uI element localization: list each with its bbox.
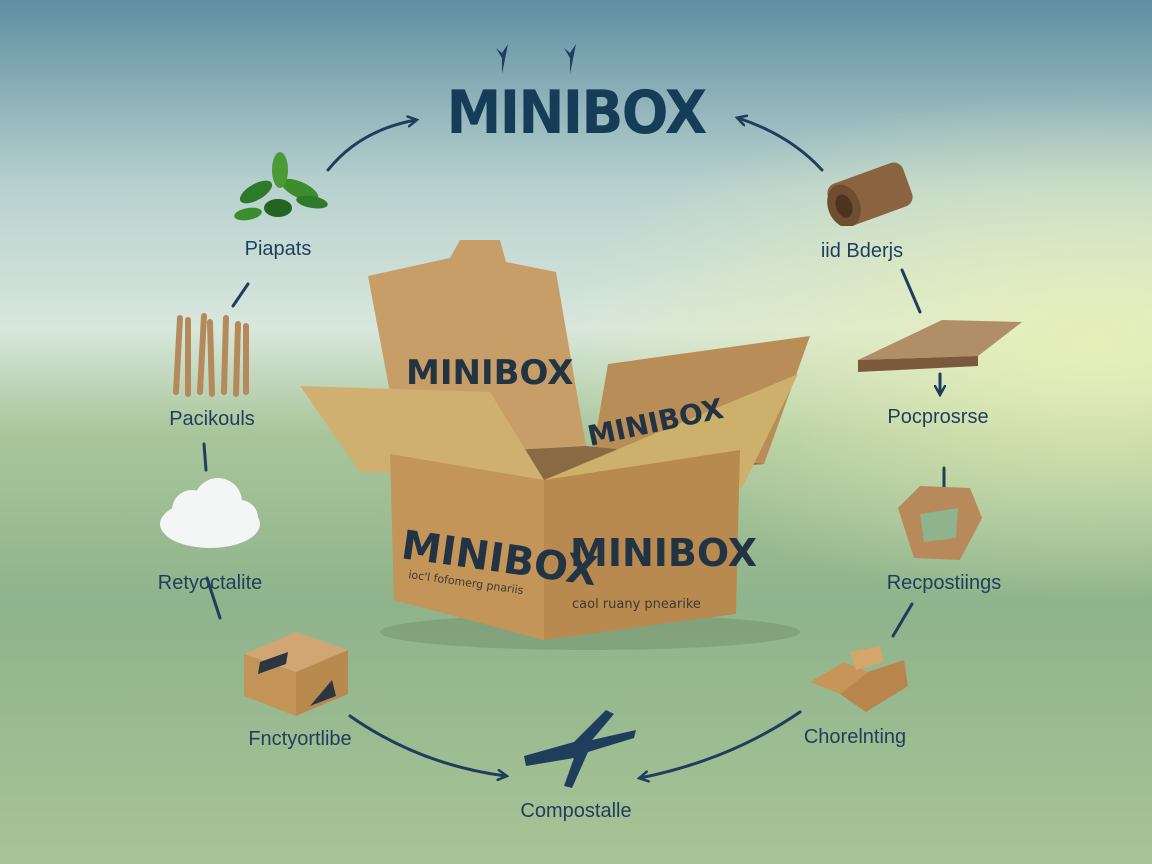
- node-label-pieces: Chorelnting: [803, 726, 907, 748]
- sticks-icon: [173, 313, 249, 397]
- folded-frame-icon: [898, 486, 982, 560]
- box-back-brand: MINIBOX: [406, 353, 573, 393]
- minibox-package: MINIBOX MINIBOX MINIBOX MINIBOX caol rua…: [300, 240, 810, 650]
- node-label-box: Fnctyortlibe: [248, 728, 352, 750]
- node-label-sticks: Pacikouls: [169, 408, 255, 430]
- node-label-compost: Compostalle: [520, 800, 632, 822]
- connector-left-low: [205, 576, 222, 620]
- plant-icon: [234, 152, 328, 221]
- cardboard-pieces-icon: [810, 646, 908, 712]
- arrow-left-to-compost: [348, 714, 506, 776]
- node-label-plants: Piapats: [244, 238, 312, 260]
- node-label-frame: Recpostiings: [886, 572, 1002, 594]
- connector-left-mid: [202, 442, 208, 472]
- arrow-right-to-compost: [640, 710, 802, 778]
- box-front-tagline: caol ruany pnearike: [572, 597, 701, 612]
- box-front-right-brand: MINIBOX: [570, 531, 757, 575]
- connector-right-upper: [900, 268, 922, 314]
- cloud-icon: [160, 478, 260, 548]
- page-title: MINIBOX: [446, 78, 708, 148]
- connector-right-low: [891, 602, 914, 638]
- node-label-cloud: Retyoctalite: [157, 572, 263, 594]
- cardboard-sheet-icon: [858, 320, 1022, 372]
- sprouts-icon: [496, 44, 576, 74]
- small-box-icon: [244, 632, 348, 716]
- node-label-sheet: Pocprosrse: [887, 406, 989, 428]
- connector-left-upper: [231, 282, 250, 308]
- arrow-plants-to-title: [326, 120, 416, 172]
- roll-icon: [827, 162, 913, 226]
- node-label-roll: iid Bderjs: [820, 240, 904, 262]
- arrow-roll-to-title: [738, 118, 824, 172]
- airplane-icon: [524, 710, 636, 788]
